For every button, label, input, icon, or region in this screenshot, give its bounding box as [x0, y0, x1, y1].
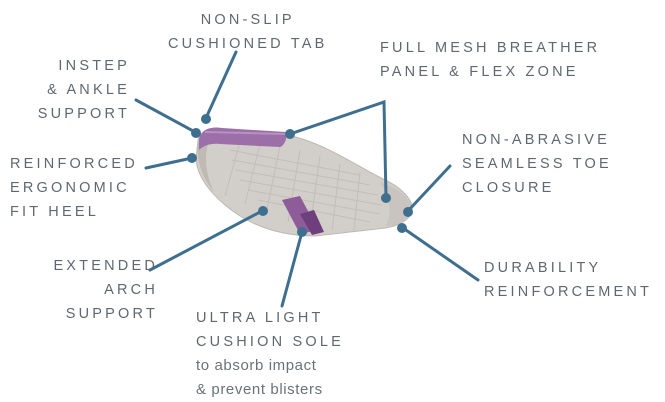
leader-non-slip-tab — [206, 52, 236, 118]
label-mesh-panel: FULL MESH BREATHER PANEL & FLEX ZONE — [380, 36, 600, 84]
label-line: REINFORCED — [10, 152, 138, 176]
sock-image — [196, 128, 412, 237]
label-line: CUSHIONED TAB — [168, 32, 328, 56]
label-cushion-sole: ULTRA LIGHT CUSHION SOLE to absorb impac… — [196, 306, 344, 402]
label-line: EXTENDED — [53, 254, 158, 278]
label-non-slip-tab: NON-SLIP CUSHIONED TAB — [168, 8, 328, 56]
label-description: & prevent blisters — [196, 378, 344, 402]
label-line: SUPPORT — [53, 302, 158, 326]
dot-mesh-panel — [285, 129, 295, 139]
label-toe-closure: NON-ABRASIVE SEAMLESS TOE CLOSURE — [462, 128, 612, 200]
label-line: FULL MESH BREATHER — [380, 36, 600, 60]
label-line: CLOSURE — [462, 176, 612, 200]
dot-arch-support — [258, 206, 268, 216]
label-instep-support: INSTEP & ANKLE SUPPORT — [38, 54, 130, 126]
label-line: INSTEP — [38, 54, 130, 78]
label-arch-support: EXTENDED ARCH SUPPORT — [53, 254, 158, 326]
label-line: DURABILITY — [484, 256, 652, 280]
leader-cushion-sole — [282, 232, 302, 306]
leader-arch-support — [150, 211, 262, 270]
dot-durability — [397, 223, 407, 233]
leader-durability — [403, 228, 478, 280]
label-description: to absorb impact — [196, 354, 344, 378]
leader-instep-support — [136, 100, 195, 132]
label-heel: REINFORCED ERGONOMIC FIT HEEL — [10, 152, 138, 224]
label-line: SEAMLESS TOE — [462, 152, 612, 176]
dot-heel — [187, 153, 197, 163]
label-line: ARCH — [53, 278, 158, 302]
dot-instep-support — [191, 128, 201, 138]
leader-toe-closure — [407, 166, 450, 212]
label-line: NON-ABRASIVE — [462, 128, 612, 152]
label-line: & ANKLE — [38, 78, 130, 102]
label-line: ERGONOMIC — [10, 176, 138, 200]
label-line: NON-SLIP — [168, 8, 328, 32]
dot-toe-closure — [403, 207, 413, 217]
label-durability: DURABILITY REINFORCEMENT — [484, 256, 652, 304]
label-line: REINFORCEMENT — [484, 280, 652, 304]
label-line: SUPPORT — [38, 102, 130, 126]
dot-non-slip-tab — [201, 114, 211, 124]
dot-cushion-sole — [297, 227, 307, 237]
label-line: CUSHION SOLE — [196, 330, 344, 354]
label-line: ULTRA LIGHT — [196, 306, 344, 330]
label-line: PANEL & FLEX ZONE — [380, 60, 600, 84]
leader-heel — [146, 158, 192, 168]
dot-mesh-panel-2 — [381, 193, 391, 203]
label-line: FIT HEEL — [10, 200, 138, 224]
